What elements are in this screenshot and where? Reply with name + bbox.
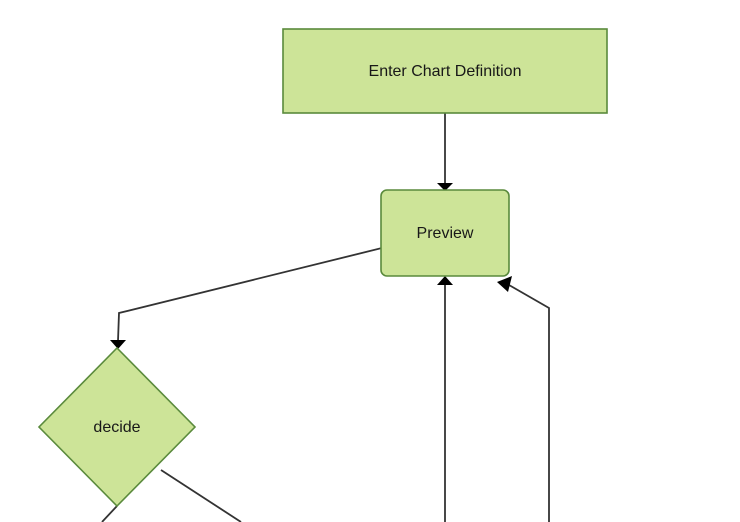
node-decide-shape: [37, 346, 197, 508]
node-enter-chart-definition-label: Enter Chart Definition: [369, 63, 522, 80]
edge-decide-bottom-right[interactable]: [160, 469, 242, 522]
edge-layer: [101, 113, 550, 522]
arrowhead-enter-to-preview: [437, 183, 453, 191]
node-decide-label: decide: [93, 419, 140, 436]
edge-preview-to-decide[interactable]: [117, 247, 383, 342]
node-enter-chart-definition-shape: [282, 28, 608, 114]
node-decide[interactable]: decide: [37, 346, 197, 508]
node-preview-shape: [380, 189, 510, 277]
edge-bottom-right-to-preview[interactable]: [508, 284, 550, 522]
edge-decide-bottom-left[interactable]: [101, 505, 118, 522]
arrowhead-bottom-right-to-preview: [497, 276, 512, 292]
node-preview[interactable]: Preview: [380, 189, 510, 277]
node-preview-label: Preview: [417, 225, 474, 242]
node-enter-chart-definition[interactable]: Enter Chart Definition: [282, 28, 608, 114]
arrowhead-bottom-center-to-preview: [437, 276, 453, 285]
arrowhead-preview-to-decide: [110, 340, 126, 349]
